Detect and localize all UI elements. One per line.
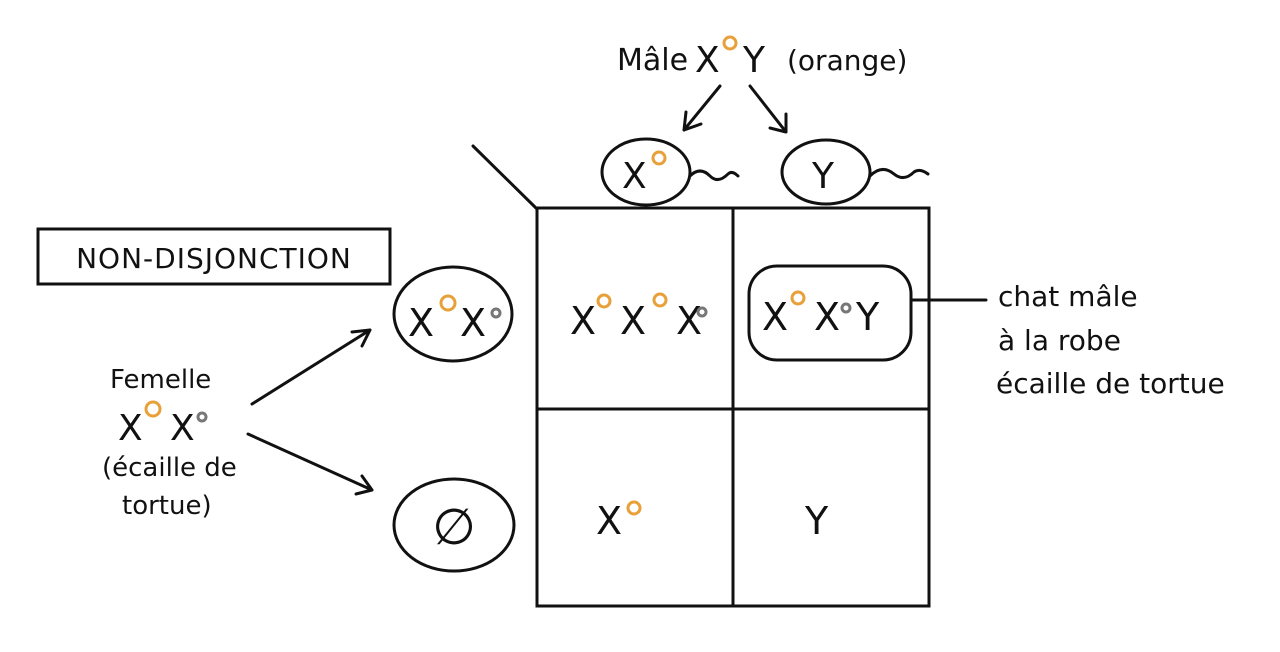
female-arrow-lower <box>246 432 374 496</box>
female-note-line2: tortue) <box>122 491 212 521</box>
corner-diagonal <box>471 144 539 211</box>
gamete-male-x <box>600 137 692 207</box>
cell-r1c1-x1: X <box>570 299 596 343</box>
annotation-line3: écaille de tortue <box>996 367 1225 400</box>
female-chrom-x2: X <box>170 408 195 449</box>
orange-allele-dot <box>144 400 162 418</box>
cell-r1c2: X X Y <box>747 264 913 362</box>
female-arrow-upper <box>250 328 372 406</box>
black-allele-dot <box>490 307 502 319</box>
female-note-line1: (écaille de <box>102 453 237 483</box>
cell-r1c1-x3: X <box>676 299 702 343</box>
gamete-female-x2: X <box>460 301 486 345</box>
cell-r2c2-y: Y <box>804 499 829 543</box>
sperm-tail-x <box>688 169 740 181</box>
black-allele-dot <box>840 302 852 314</box>
gamete-male-y-label: Y <box>811 156 835 197</box>
orange-allele-dot <box>439 294 457 312</box>
sperm-tail-y <box>868 168 930 179</box>
cell-r2c1-x: X <box>596 499 622 543</box>
gamete-female-xx <box>392 265 514 363</box>
cell-r2c1: X <box>596 499 642 543</box>
annotation-line2: à la robe <box>998 324 1121 357</box>
male-chrom-y: Y <box>742 40 766 81</box>
orange-allele-dot <box>626 500 642 516</box>
gamete-male-y <box>780 138 872 206</box>
male-label: Mâle <box>617 43 688 78</box>
title-box <box>36 227 392 286</box>
male-chrom-x: X <box>695 40 720 81</box>
orange-allele-dot <box>722 35 738 51</box>
annotation-line1: chat mâle <box>998 280 1138 313</box>
orange-allele-dot <box>652 292 668 308</box>
black-allele-dot <box>696 306 708 318</box>
cell-r1c2-y: Y <box>855 295 880 339</box>
gamete-female-null-label: ∅ <box>432 498 476 556</box>
male-arrow-right <box>748 84 788 134</box>
male-arrow-left <box>682 84 722 132</box>
gamete-male-x-label: X <box>622 156 647 197</box>
cell-r1c2-x1: X <box>762 295 788 339</box>
male-color-note: (orange) <box>787 44 907 77</box>
cell-r1c2-x2: X <box>814 295 840 339</box>
orange-allele-dot <box>596 293 612 309</box>
black-allele-dot <box>196 411 208 423</box>
title-label: NON-DISJONCTION <box>76 242 352 275</box>
gamete-female-null <box>392 477 516 573</box>
cell-r1c1-x2: X <box>620 299 646 343</box>
cell-r1c1: X X X <box>570 292 708 343</box>
highlight-outline <box>747 264 913 362</box>
orange-allele-dot <box>651 150 667 166</box>
female-chrom-x1: X <box>118 408 143 449</box>
female-label: Femelle <box>110 365 211 395</box>
gamete-female-x1: X <box>408 301 434 345</box>
orange-allele-dot <box>790 290 806 306</box>
